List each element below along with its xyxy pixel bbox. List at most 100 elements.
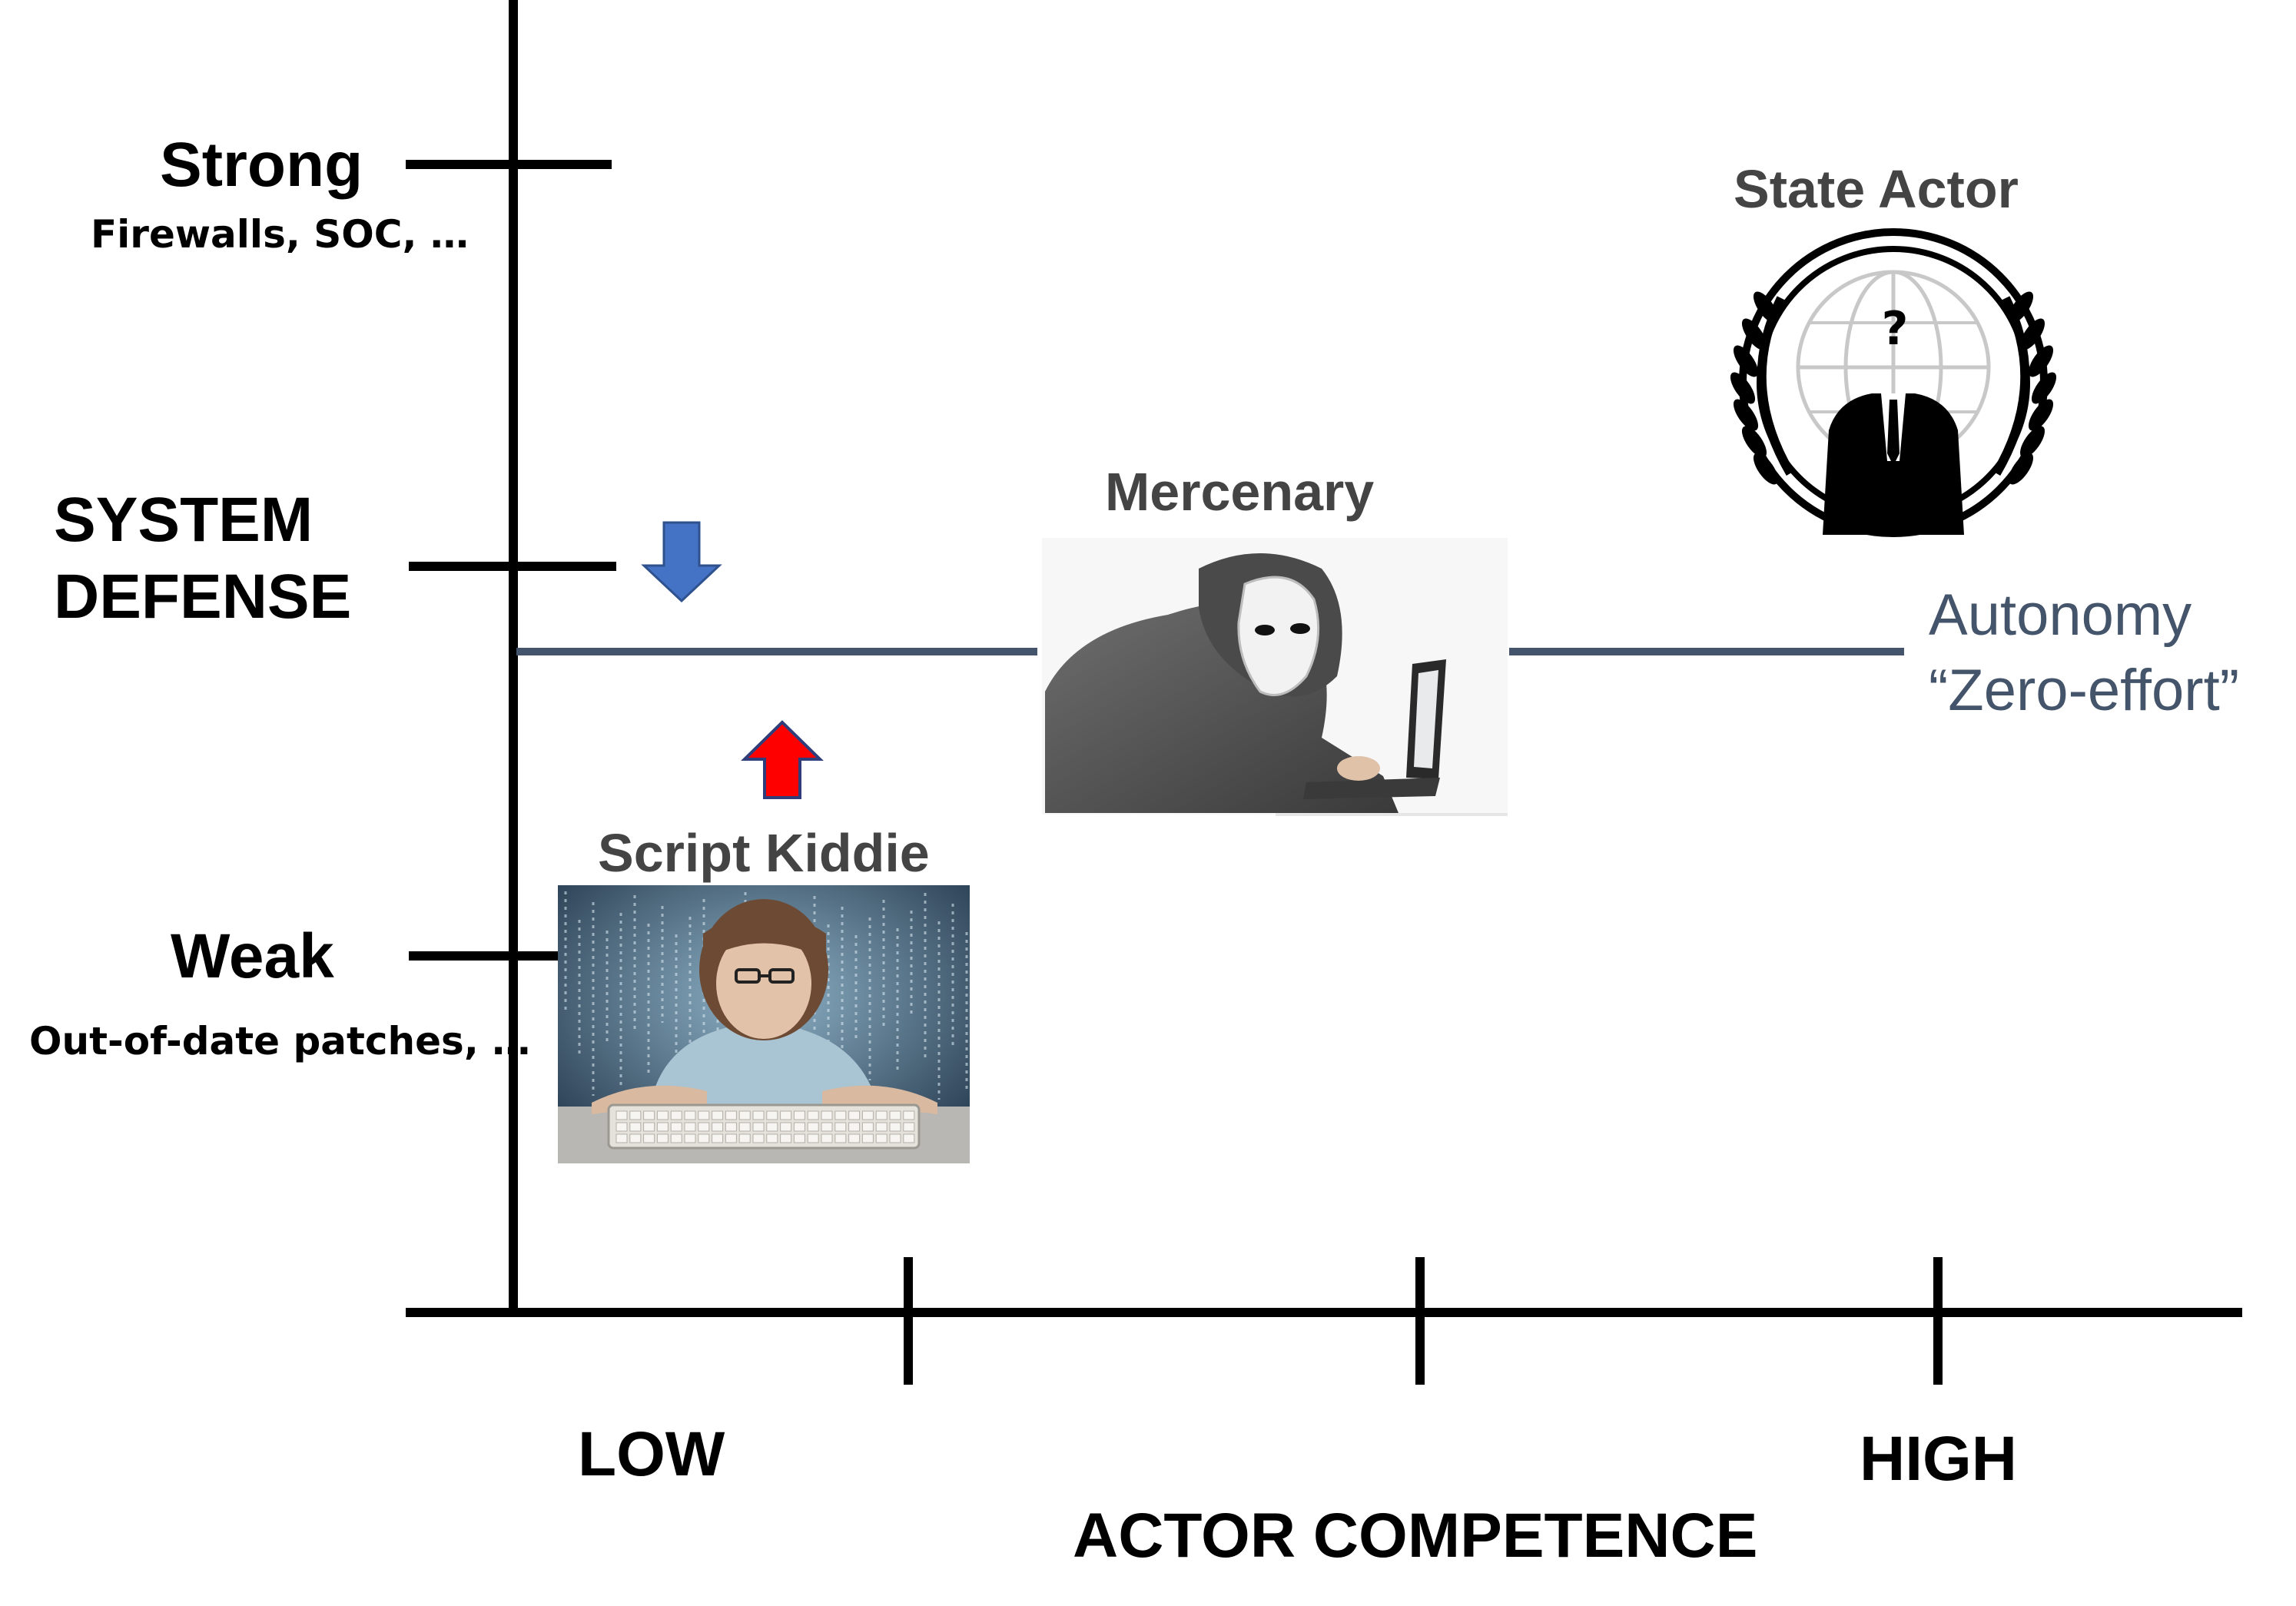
keyboard-key	[738, 1122, 751, 1132]
keyboard-key	[752, 1110, 765, 1120]
keyboard-key	[793, 1110, 805, 1120]
keyboard-key	[903, 1122, 915, 1132]
laurel-leaf	[2031, 372, 2057, 404]
keyboard-key	[725, 1122, 737, 1132]
keyboard-key	[738, 1110, 751, 1120]
keyboard-key	[629, 1110, 642, 1120]
keyboard-key	[670, 1133, 682, 1143]
keyboard-key	[793, 1133, 805, 1143]
keyboard-key	[712, 1110, 724, 1120]
keyboard-key	[698, 1110, 710, 1120]
keyboard-key	[903, 1133, 915, 1143]
keyboard-key	[670, 1110, 682, 1120]
keyboard-key	[889, 1122, 901, 1132]
keyboard-key	[615, 1122, 628, 1132]
keyboard-key	[712, 1122, 724, 1132]
keyboard-key	[834, 1122, 847, 1132]
keyboard-key	[807, 1133, 819, 1143]
keyboard-key	[875, 1110, 888, 1120]
x-axis-title: ACTOR COMPETENCE	[1073, 1501, 1758, 1571]
keyboard-key	[821, 1133, 833, 1143]
keyboard-key	[766, 1133, 778, 1143]
keyboard-key	[725, 1110, 737, 1120]
y-sublabel-weak: Out-of-date patches, …	[29, 1019, 531, 1063]
keyboard-key	[848, 1133, 861, 1143]
arrow-down-icon	[641, 521, 722, 603]
keyboard-keys	[615, 1110, 915, 1143]
laurel-leaf	[1741, 426, 1767, 458]
keyboard-key	[780, 1133, 792, 1143]
keyboard-key	[766, 1122, 778, 1132]
keyboard-key	[656, 1110, 669, 1120]
laurel-leaf	[1741, 318, 1767, 350]
laurel-leaf	[1734, 399, 1759, 431]
keyboard-key	[861, 1110, 874, 1120]
keyboard-key	[684, 1122, 696, 1132]
keyboard-key	[780, 1122, 792, 1132]
keyboard-key	[629, 1122, 642, 1132]
state-actor-emblem-icon: ?	[1730, 228, 2057, 537]
keyboard-key	[698, 1122, 710, 1132]
laurel-leaf	[2019, 426, 2045, 458]
keyboard-key	[766, 1110, 778, 1120]
x-label-low: LOW	[578, 1419, 725, 1489]
y-sublabel-strong: Firewalls, SOC, …	[91, 212, 469, 257]
keyboard-key	[684, 1110, 696, 1120]
keyboard-key	[712, 1133, 724, 1143]
keyboard-key	[821, 1110, 833, 1120]
keyboard-key	[752, 1122, 765, 1132]
keyboard-key	[643, 1110, 655, 1120]
keyboard-key	[725, 1133, 737, 1143]
keyboard-key	[615, 1133, 628, 1143]
svg-text:?: ?	[1882, 302, 1909, 356]
laurel-leaf	[1753, 291, 1779, 324]
laurel-leaf	[2008, 453, 2034, 485]
keyboard-key	[821, 1122, 833, 1132]
keyboard-key	[903, 1110, 915, 1120]
actor-label-script-kiddie: Script Kiddie	[598, 823, 930, 883]
keyboard-key	[670, 1122, 682, 1132]
mercenary-photo	[1042, 538, 1508, 816]
laurel-leaf	[1734, 345, 1759, 377]
keyboard-key	[861, 1133, 874, 1143]
script-kiddie-photo	[558, 885, 970, 1163]
laurel-leaf	[2028, 345, 2053, 377]
keyboard-key	[807, 1122, 819, 1132]
laurel-leaf	[2028, 399, 2053, 431]
laurel-leaf	[2019, 318, 2045, 350]
laurel-leaf	[1730, 372, 1756, 404]
keyboard-key	[780, 1110, 792, 1120]
keyboard-key	[834, 1110, 847, 1120]
actor-label-state-actor: State Actor	[1734, 159, 2019, 219]
actor-label-mercenary: Mercenary	[1105, 462, 1375, 522]
arrow-up-icon	[741, 720, 824, 799]
autonomy-label: Autonomy	[1929, 582, 2192, 648]
x-label-high: HIGH	[1860, 1424, 2017, 1494]
keyboard-key	[643, 1122, 655, 1132]
y-label-weak: Weak	[171, 921, 334, 991]
keyboard-key	[848, 1122, 861, 1132]
keyboard-key	[656, 1122, 669, 1132]
laurel-leaves	[1730, 291, 2057, 485]
y-label-strong: Strong	[160, 130, 363, 200]
keyboard-key	[848, 1110, 861, 1120]
keyboard-key	[656, 1133, 669, 1143]
keyboard-key	[643, 1133, 655, 1143]
keyboard-key	[738, 1133, 751, 1143]
keyboard-key	[861, 1122, 874, 1132]
laurel-leaf	[1753, 453, 1779, 485]
keyboard-key	[875, 1133, 888, 1143]
keyboard-key	[793, 1122, 805, 1132]
laurel-leaf	[2008, 291, 2034, 324]
keyboard-key	[752, 1133, 765, 1143]
keyboard-key	[889, 1133, 901, 1143]
keyboard-key	[834, 1133, 847, 1143]
keyboard-key	[629, 1133, 642, 1143]
y-axis-title-line1: SYSTEM	[54, 485, 314, 555]
keyboard-key	[889, 1110, 901, 1120]
keyboard-key	[615, 1110, 628, 1120]
keyboard-key	[684, 1133, 696, 1143]
keyboard-key	[875, 1122, 888, 1132]
y-axis-title-line2: DEFENSE	[54, 562, 352, 632]
